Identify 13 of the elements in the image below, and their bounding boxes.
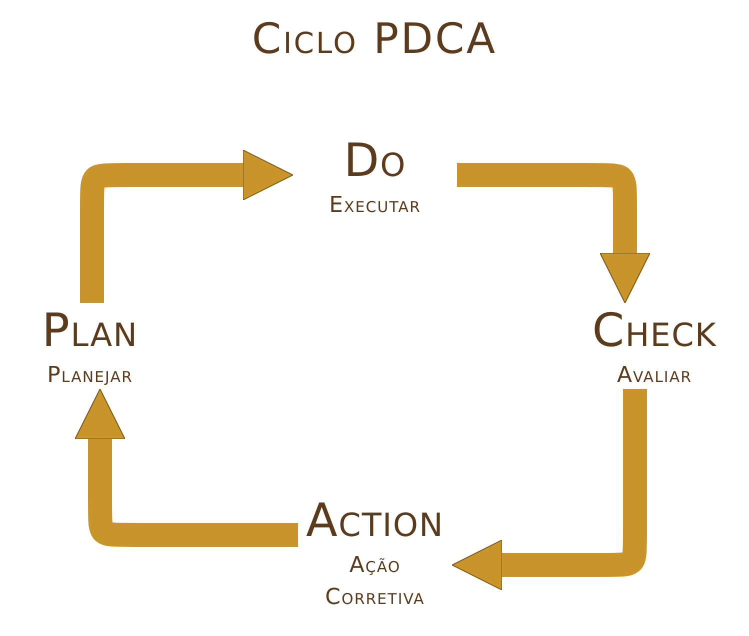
curved-arrow: [457, 163, 650, 304]
curved-arrow: [74, 388, 298, 547]
stage-title: Do: [342, 132, 408, 189]
diagram-title: Ciclo PDCA: [250, 14, 498, 63]
curved-arrow: [80, 150, 294, 303]
stage-description: Ação Corretiva: [324, 552, 426, 612]
stage-title: Check: [591, 302, 718, 359]
stage-description: Avaliar: [616, 362, 694, 390]
stage-title: Action: [305, 492, 445, 549]
stage-description: Planejar: [46, 362, 134, 390]
stage-title: Plan: [40, 302, 140, 359]
stage-description: Executar: [328, 192, 422, 220]
curved-arrow: [452, 389, 647, 590]
